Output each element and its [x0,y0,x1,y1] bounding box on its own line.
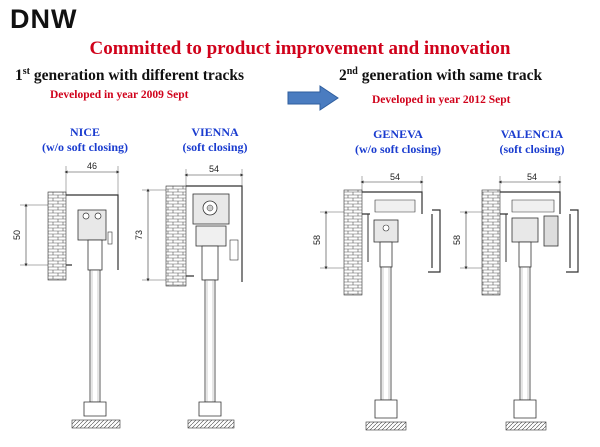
model-label-nice: NICE(w/o soft closing) [42,125,128,154]
valencia-drawing [460,176,579,431]
model-label-valencia: VALENCIA(soft closing) [499,127,565,156]
first-generation-developed: Developed in year 2009 Sept [50,89,189,101]
geneva-track-profile [428,209,441,273]
valencia-width-dimension: 54 [527,172,537,182]
geneva-floor-guide [374,399,398,419]
vienna-wall [165,185,187,287]
valencia-track-profile [566,209,579,273]
geneva-door-panel [380,266,392,401]
right-arrow-icon [287,85,339,111]
vienna-floor-guide [198,401,222,417]
nice-door-panel [89,269,101,403]
nice-drawing [20,166,121,429]
first-generation-title: 1st generation with different tracks [15,66,245,85]
second-generation-developed: Developed in year 2012 Sept [372,94,511,106]
valencia-wall [481,189,501,296]
geneva-height-dimension: 58 [312,235,322,245]
geneva-drawing [320,176,441,431]
vienna-carriage [195,225,227,247]
dnw-logo: DNW [10,4,78,34]
geneva-wall [343,189,363,296]
valencia-height-dimension: 58 [452,235,462,245]
nice-carriage [77,209,107,241]
vienna-height-dimension: 73 [134,230,144,240]
geneva-width-dimension: 54 [390,172,400,182]
valencia-floor-guide [513,399,537,419]
nice-height-dimension: 50 [12,230,22,240]
second-generation-title: 2nd generation with same track [339,66,543,85]
nice-width-dimension: 46 [87,161,97,171]
nice-floor-guide [83,401,107,417]
headline: Committed to product improvement and inn… [89,38,511,59]
vienna-width-dimension: 54 [209,164,219,174]
valencia-carriage [511,217,539,243]
nice-wall [47,191,67,281]
valencia-door-panel [519,266,531,401]
model-label-vienna: VIENNA(soft closing) [182,125,248,154]
vienna-door-panel [204,279,216,403]
valencia-soft-close-unit [543,215,559,247]
vienna-drawing [142,169,244,429]
model-label-geneva: GENEVA(w/o soft closing) [355,127,441,156]
